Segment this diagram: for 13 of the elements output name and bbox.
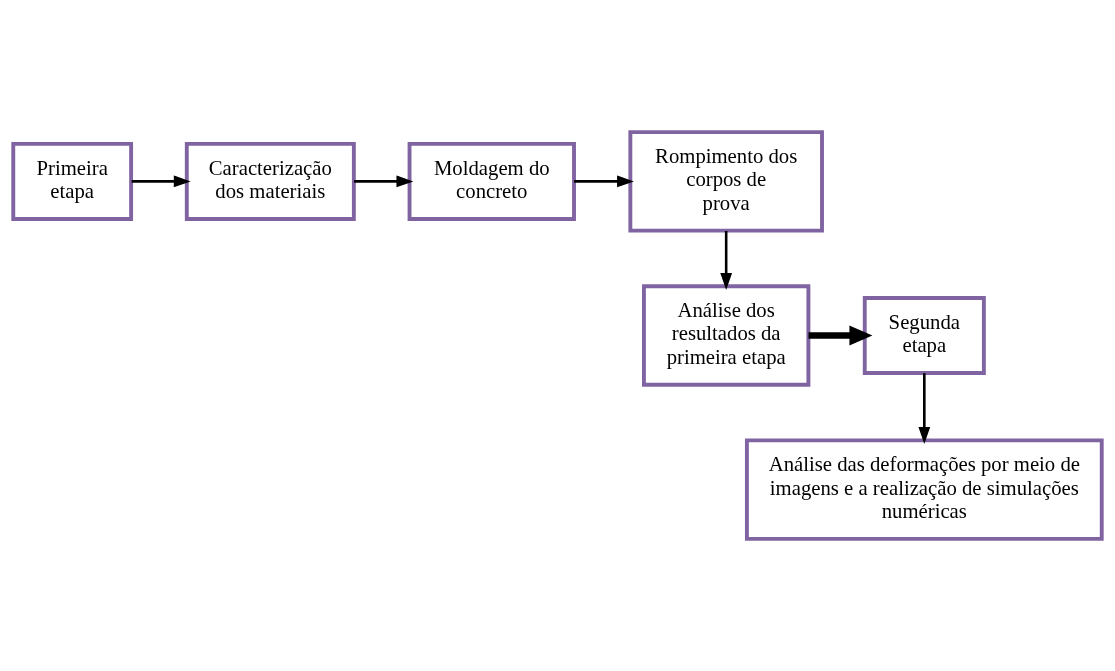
node-box: Primeira etapa — [11, 141, 134, 221]
arrow — [808, 325, 873, 346]
node-box: Análise das deformações por meio de imagens e a realização de simulações numéricas — [744, 438, 1104, 541]
arrow — [918, 373, 931, 444]
node-box: Moldagem do concreto — [407, 141, 576, 221]
arrow — [131, 175, 191, 188]
node-box: Rompimento dos corpos de prova — [628, 130, 824, 233]
arrow — [574, 175, 634, 188]
node-box: Análise dos resultados da primeira etapa — [642, 284, 811, 387]
arrow — [720, 231, 733, 290]
node-box: Caracterização dos materiais — [184, 141, 356, 221]
node-box: Segunda etapa — [862, 296, 986, 375]
arrow — [354, 175, 414, 188]
